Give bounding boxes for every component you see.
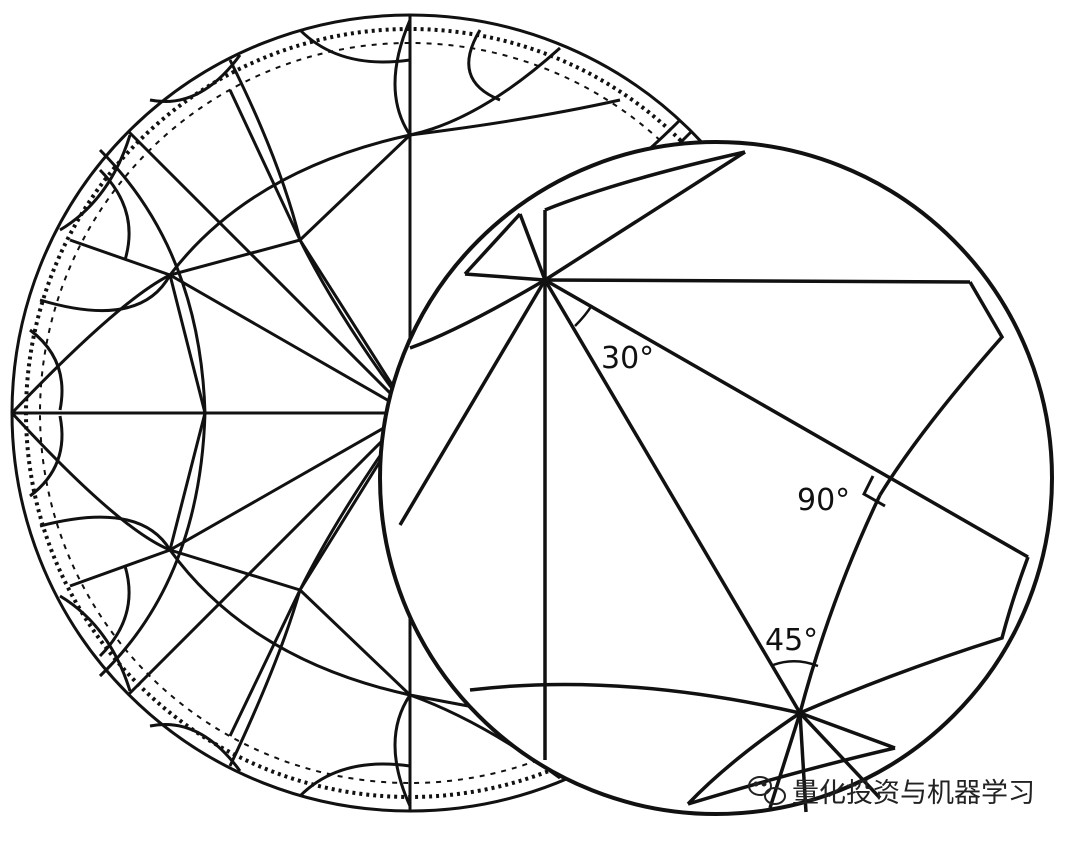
inset-triangles [398, 150, 1030, 813]
watermark: 量化投资与机器学习 [748, 776, 1035, 809]
watermark-text: 量化投资与机器学习 [792, 778, 1035, 809]
tiling-lines [10, 15, 808, 811]
angle-arc-30 [574, 304, 594, 327]
inset-boundary [378, 140, 1054, 816]
wechat-icon [748, 776, 786, 805]
angle-label-30: 30° [601, 341, 654, 376]
magnified-inset: 30° 90° 45° [378, 140, 1054, 816]
angle-arcs [574, 304, 819, 668]
angle-label-90: 90° [797, 483, 850, 518]
angle-label-45: 45° [765, 623, 818, 658]
angle-arc-45 [772, 660, 819, 668]
